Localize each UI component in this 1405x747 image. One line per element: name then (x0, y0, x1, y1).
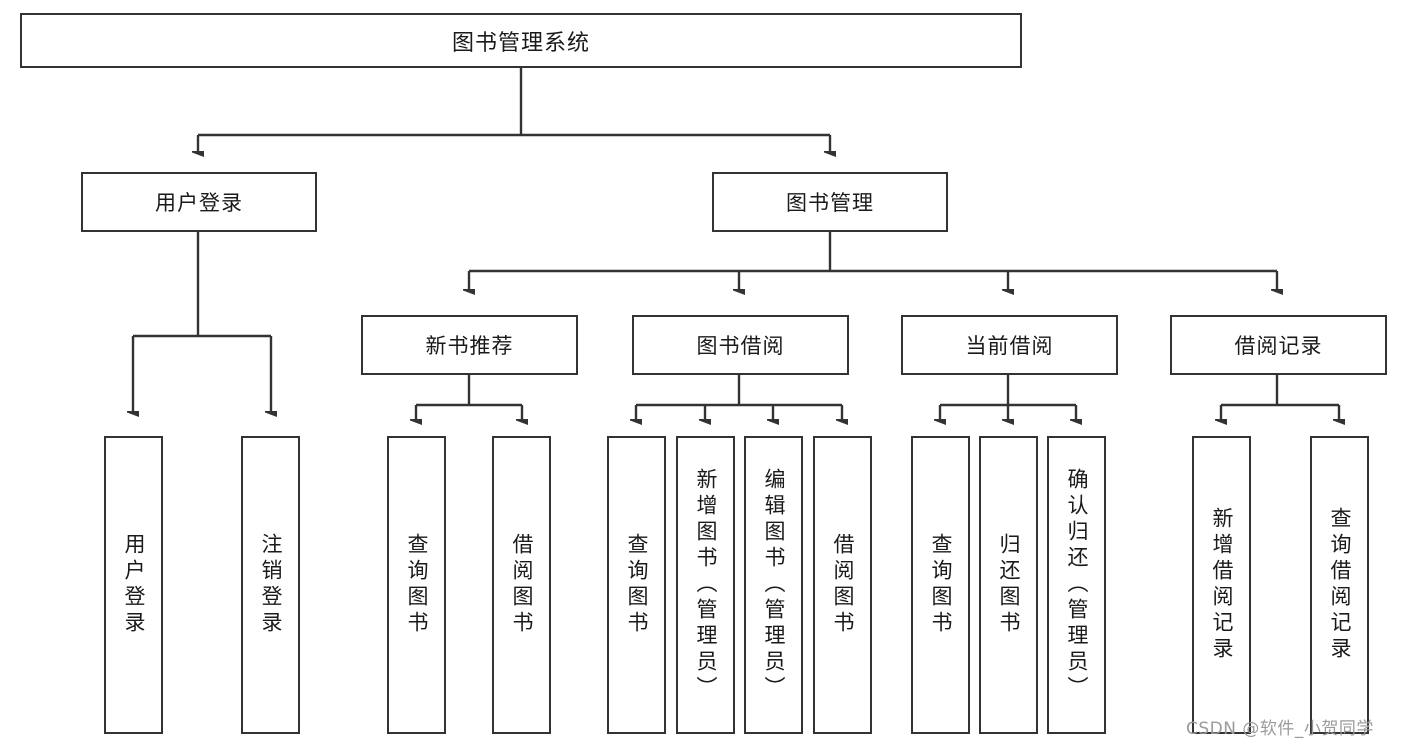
node-leaf-query-book-borrow[interactable]: 查询图书 (607, 436, 666, 734)
node-label: 新书推荐 (425, 334, 514, 358)
node-label: 新增借阅记录 (1210, 507, 1234, 663)
node-new-book-recommend[interactable]: 新书推荐 (361, 315, 578, 375)
node-label: 用户登录 (155, 191, 243, 215)
node-leaf-confirm-return-admin[interactable]: 确认归还（管理员） (1047, 436, 1106, 734)
node-label: 借阅图书 (831, 533, 855, 637)
node-book-borrow[interactable]: 图书借阅 (632, 315, 849, 375)
node-leaf-borrow-book-recommend[interactable]: 借阅图书 (492, 436, 551, 734)
node-leaf-edit-book-admin[interactable]: 编辑图书（管理员） (744, 436, 803, 734)
node-leaf-query-borrow-record[interactable]: 查询借阅记录 (1310, 436, 1369, 734)
node-label: 图书管理系统 (451, 30, 590, 56)
node-book-management[interactable]: 图书管理 (712, 172, 948, 232)
node-leaf-borrow-book[interactable]: 借阅图书 (813, 436, 872, 734)
node-label: 当前借阅 (965, 334, 1054, 358)
node-label: 借阅图书 (510, 533, 534, 637)
node-leaf-query-book-current[interactable]: 查询图书 (911, 436, 970, 734)
node-label: 借阅记录 (1234, 334, 1323, 358)
node-label: 确认归还（管理员） (1065, 468, 1089, 702)
node-leaf-user-login[interactable]: 用户登录 (104, 436, 163, 734)
node-leaf-add-book-admin[interactable]: 新增图书（管理员） (676, 436, 735, 734)
node-label: 用户登录 (122, 533, 146, 637)
node-leaf-query-book-recommend[interactable]: 查询图书 (387, 436, 446, 734)
node-root-book-management-system[interactable]: 图书管理系统 (20, 13, 1022, 68)
csdn-watermark: CSDN @软件_小贺同学 (1186, 719, 1374, 739)
node-user-login[interactable]: 用户登录 (81, 172, 317, 232)
node-label: 归还图书 (997, 533, 1021, 637)
node-leaf-return-book[interactable]: 归还图书 (979, 436, 1038, 734)
node-leaf-logout-login[interactable]: 注销登录 (241, 436, 300, 734)
node-label: 查询借阅记录 (1328, 507, 1352, 663)
node-label: 查询图书 (625, 533, 649, 637)
node-borrow-record[interactable]: 借阅记录 (1170, 315, 1387, 375)
node-current-borrow[interactable]: 当前借阅 (901, 315, 1118, 375)
node-label: 编辑图书（管理员） (762, 468, 786, 702)
node-label: 查询图书 (929, 533, 953, 637)
node-label: 图书借阅 (696, 334, 785, 358)
node-label: 注销登录 (259, 533, 283, 637)
node-leaf-add-borrow-record[interactable]: 新增借阅记录 (1192, 436, 1251, 734)
node-label: 新增图书（管理员） (694, 468, 718, 702)
node-label: 图书管理 (786, 191, 874, 215)
node-label: 查询图书 (405, 533, 429, 637)
